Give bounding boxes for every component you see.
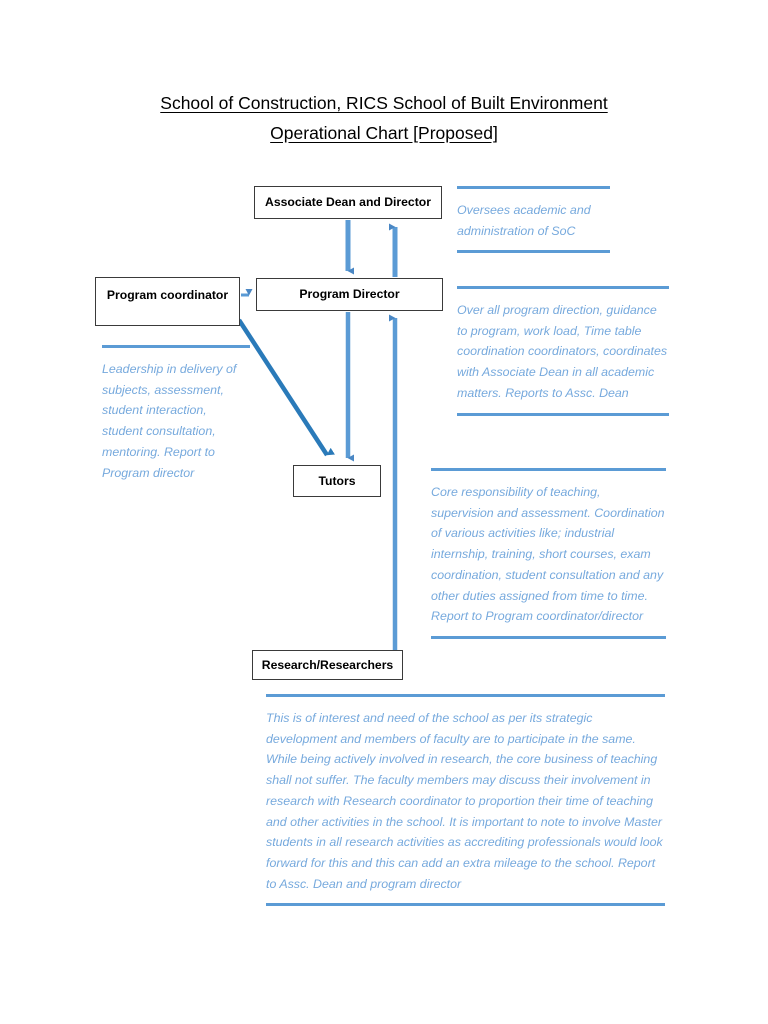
- title-line-1: School of Construction, RICS School of B…: [0, 88, 768, 118]
- node-label-program-coordinator: Program coordinator: [106, 288, 229, 302]
- node-label-program-director: Program Director: [299, 287, 400, 301]
- annotation-bottom-bar: [457, 412, 669, 416]
- annotation-text-program-director: Over all program direction, guidance to …: [457, 303, 668, 400]
- node-label-research: Research/Researchers: [261, 658, 394, 672]
- annotation-top-bar: [431, 468, 666, 471]
- node-label-associate-dean: Associate Dean and Director: [265, 195, 431, 209]
- title-line-1-text: School of Construction, RICS School of B…: [160, 93, 608, 113]
- annotation-program-coordinator: Leadership in delivery of subjects, asse…: [102, 345, 250, 483]
- annotation-top-bar: [457, 186, 610, 189]
- annotation-bottom-bar: [266, 903, 665, 907]
- annotation-text-research: This is of interest and need of the scho…: [266, 711, 663, 891]
- page-title: School of Construction, RICS School of B…: [0, 88, 768, 148]
- annotation-tutors: Core responsibility of teaching, supervi…: [431, 468, 666, 639]
- node-tutors[interactable]: Tutors: [293, 465, 381, 497]
- annotation-associate-dean: Oversees academic and administration of …: [457, 186, 610, 254]
- annotation-program-director: Over all program direction, guidance to …: [457, 286, 669, 416]
- title-line-2: Operational Chart [Proposed]: [0, 118, 768, 148]
- node-associate-dean-and-director[interactable]: Associate Dean and Director: [254, 186, 442, 219]
- annotation-bottom-bar: [431, 635, 666, 639]
- annotation-top-bar: [102, 345, 250, 348]
- annotation-text-associate-dean: Oversees academic and administration of …: [457, 203, 591, 238]
- annotation-text-tutors: Core responsibility of teaching, supervi…: [431, 485, 665, 624]
- node-label-tutors: Tutors: [318, 474, 356, 488]
- annotation-bottom-bar: [457, 250, 610, 254]
- node-research-researchers[interactable]: Research/Researchers: [252, 650, 403, 680]
- annotation-research: This is of interest and need of the scho…: [266, 694, 665, 907]
- edge-coordinator-to-tutors: [237, 318, 336, 457]
- annotation-top-bar: [457, 286, 669, 289]
- annotation-top-bar: [266, 694, 665, 697]
- annotation-text-program-coordinator: Leadership in delivery of subjects, asse…: [102, 362, 237, 480]
- node-program-coordinator[interactable]: Program coordinator: [95, 277, 240, 326]
- title-line-2-text: Operational Chart [Proposed]: [270, 123, 498, 143]
- node-program-director[interactable]: Program Director: [256, 278, 443, 311]
